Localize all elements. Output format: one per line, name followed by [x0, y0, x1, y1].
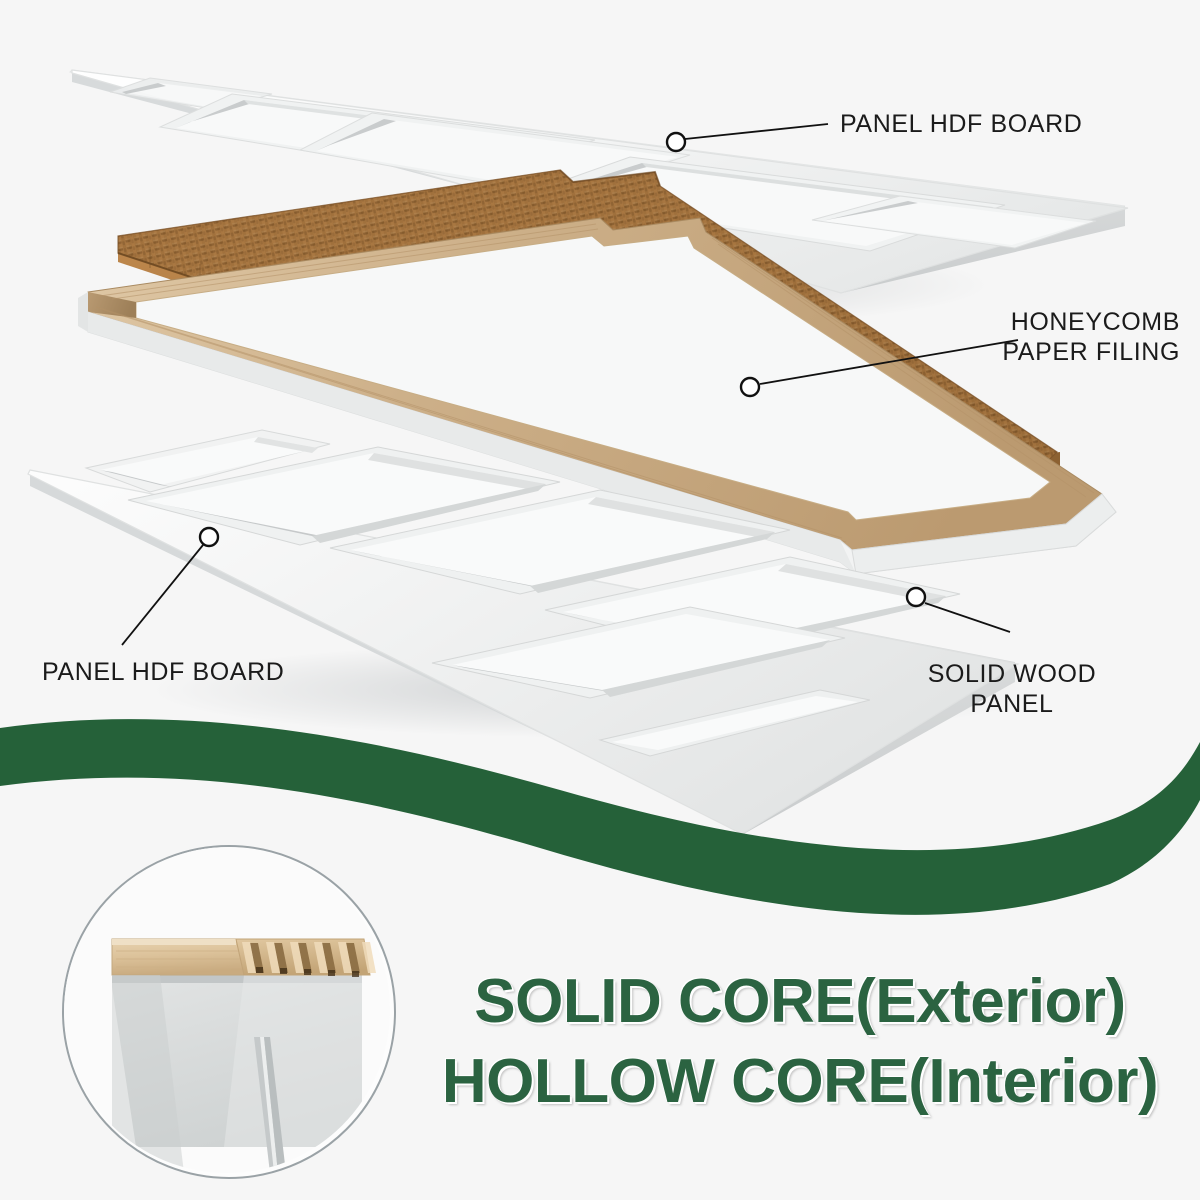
callout-marker-solid-wood[interactable]: [905, 586, 927, 608]
leader-line-panel-hdf-top: [684, 123, 829, 140]
leader-line-solid-wood: [924, 602, 1011, 633]
cutaway-illustration: [64, 847, 390, 1173]
leader-line-panel-hdf-bottom: [121, 544, 204, 646]
callout-label-panel-hdf-board-bottom: PANEL HDF BOARD: [42, 658, 285, 686]
door-edge-cutaway-inset: [62, 845, 396, 1179]
callout-marker-panel-hdf-top[interactable]: [665, 131, 687, 153]
callout-label-panel-hdf-board-top: PANEL HDF BOARD: [840, 110, 1083, 138]
callout-marker-honeycomb[interactable]: [739, 376, 761, 398]
callout-marker-panel-hdf-bottom[interactable]: [198, 526, 220, 548]
layer-solid-wood-frame: [78, 217, 1117, 575]
callout-label-solid-wood-panel: SOLID WOOD PANEL: [927, 660, 1097, 718]
leader-line-honeycomb: [759, 339, 1019, 385]
callout-label-honeycomb-paper-filing: HONEYCOMB PAPER FILING: [1002, 308, 1180, 366]
layer-bottom-hdf-panel: [27, 429, 1020, 836]
